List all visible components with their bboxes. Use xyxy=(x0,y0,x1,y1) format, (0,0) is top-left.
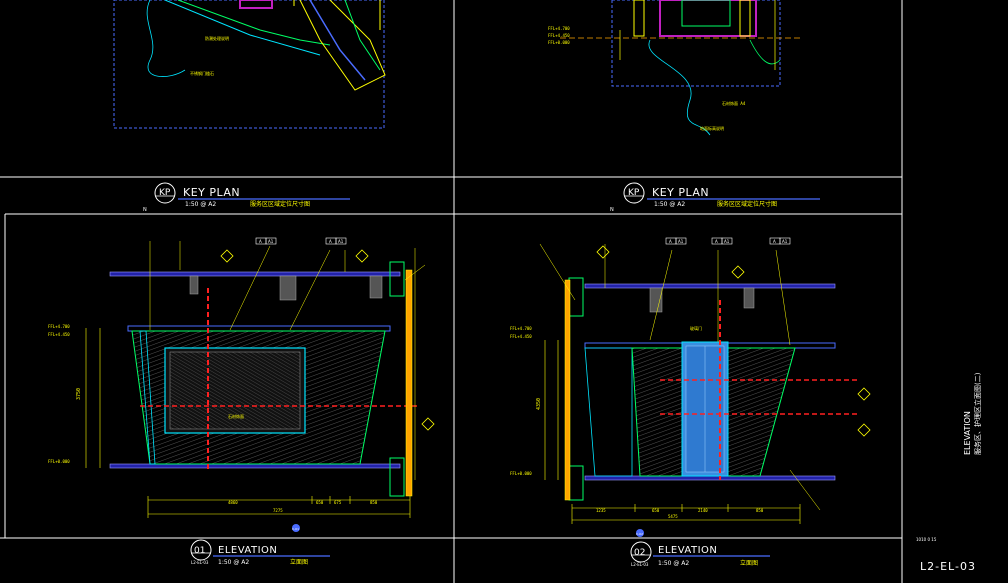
elev01-seg-dim-1: 4860 xyxy=(228,500,238,505)
key-plan-1: 防潮处理说明 不锈钢门槛石 xyxy=(113,0,386,129)
elev02-seg-dim-4: 850 xyxy=(756,508,764,513)
elev02-label: ELEVATION xyxy=(658,545,717,556)
elev02-number: 02 xyxy=(634,548,645,558)
elev02-caption: 立面图 xyxy=(740,559,758,567)
elev02-tag-4: A1 xyxy=(724,239,730,244)
elev01-number: 01 xyxy=(194,546,205,556)
elevation-02: 玻璃门 4350 FFL+4.700 FFL+4.450 FFL+0.000 A… xyxy=(510,237,871,537)
kp2-annotation-1: 石材饰面 A4 xyxy=(722,100,746,106)
kp1-label: KEY PLAN xyxy=(183,186,240,199)
kp1-scale: 1:50 @ A2 xyxy=(185,201,216,208)
elev01-center-label: 石材饰面 xyxy=(228,413,244,419)
elev02-tag-3: A xyxy=(715,239,718,244)
elev02-level-3: FFL+0.000 xyxy=(510,471,532,476)
kp1-annotation-2: 不锈钢门槛石 xyxy=(190,70,214,76)
elev01-level-1: FFL+4.700 xyxy=(48,324,70,329)
elev02-height-dim: 4350 xyxy=(536,398,542,410)
elevation-01: 石材饰面 3750 FFL+4.700 FFL+4.450 FFL+0.000 … xyxy=(48,237,435,532)
elevation-01-title: 01 ELEVATION L2-EL-03 1:50 @ A2 立面图 xyxy=(190,539,330,566)
kp1-id: KP xyxy=(159,188,171,198)
sheet-number: L2-EL-03 xyxy=(920,560,976,573)
kp2-annotation-2: 地面标高说明 xyxy=(700,125,724,131)
elev01-tag-3: A xyxy=(329,239,332,244)
elev02-center-tag: C-02 xyxy=(636,532,643,536)
elev02-tag-2: A1 xyxy=(678,239,684,244)
elev02-center-label: 玻璃门 xyxy=(690,325,702,331)
kp1-annotation-1: 防潮处理说明 xyxy=(205,35,229,41)
kp2-north: N xyxy=(610,207,614,213)
elev01-height-dim: 3750 xyxy=(76,388,82,400)
elev02-tag-5: A xyxy=(773,239,776,244)
elev01-caption: 立面图 xyxy=(290,558,308,566)
elev01-seg-dim-3: 675 xyxy=(334,500,342,505)
sheet-small-note: 1010 0 15 xyxy=(916,537,937,542)
elev01-ref: L2-EL-03 xyxy=(191,560,209,565)
sheet-title-strip: ELEVATION 服务区、护理区立面图(二) 1010 0 15 L2-EL-… xyxy=(916,372,982,573)
elev02-scale: 1:50 @ A2 xyxy=(658,560,689,567)
kp2-level-1: FFL+4.700 xyxy=(548,26,570,31)
elev01-tag-2: A1 xyxy=(268,239,274,244)
elev01-level-2: FFL+4.450 xyxy=(48,332,70,337)
elev01-center-tag: C-01 xyxy=(292,527,299,531)
key-plan-1-title: KP KEY PLAN 1:50 @ A2 服务区区域定位尺寸图 N xyxy=(143,182,350,213)
elev01-label: ELEVATION xyxy=(218,545,277,556)
elev01-level-3: FFL+0.000 xyxy=(48,459,70,464)
elev02-tag-1: A xyxy=(669,239,672,244)
kp2-id: KP xyxy=(628,188,640,198)
key-plan-2-title: KP KEY PLAN 1:50 @ A2 服务区区域定位尺寸图 N xyxy=(610,182,820,213)
kp1-caption: 服务区区域定位尺寸图 xyxy=(250,200,310,208)
elev02-seg-dim-2: 650 xyxy=(652,508,660,513)
elev02-level-1: FFL+4.700 xyxy=(510,326,532,331)
elev01-scale: 1:50 @ A2 xyxy=(218,559,249,566)
kp2-caption: 服务区区域定位尺寸图 xyxy=(717,200,777,208)
elev01-overall-dim: 7275 xyxy=(273,508,283,513)
elev02-seg-dim-3: 2140 xyxy=(698,508,708,513)
sheet-frame xyxy=(0,0,903,583)
elev01-seg-dim-4: 850 xyxy=(370,500,378,505)
elev02-level-2: FFL+4.450 xyxy=(510,334,532,339)
elev01-seg-dim-2: 650 xyxy=(316,500,324,505)
kp1-north: N xyxy=(143,207,147,213)
elev01-tag-1: A xyxy=(259,239,262,244)
kp2-label: KEY PLAN xyxy=(652,186,709,199)
elev01-tag-4: A1 xyxy=(338,239,344,244)
elev02-ref: L2-EL-03 xyxy=(631,562,649,567)
kp2-level-2: FFL+4.450 xyxy=(548,33,570,38)
sheet-side-subtitle: 服务区、护理区立面图(二) xyxy=(973,372,982,455)
elev02-seg-dim-1: 1235 xyxy=(596,508,606,513)
elev02-overall-dim: 5475 xyxy=(668,514,678,519)
sheet-side-title: ELEVATION xyxy=(963,411,972,455)
kp2-level-3: FFL+0.000 xyxy=(548,40,570,45)
key-plan-2: FFL+4.700 FFL+4.450 FFL+0.000 石材饰面 A4 地面… xyxy=(548,0,800,136)
elevation-02-title: 02 ELEVATION L2-EL-03 1:50 @ A2 立面图 xyxy=(630,541,770,567)
kp2-scale: 1:50 @ A2 xyxy=(654,201,685,208)
elev02-tag-6: A1 xyxy=(782,239,788,244)
